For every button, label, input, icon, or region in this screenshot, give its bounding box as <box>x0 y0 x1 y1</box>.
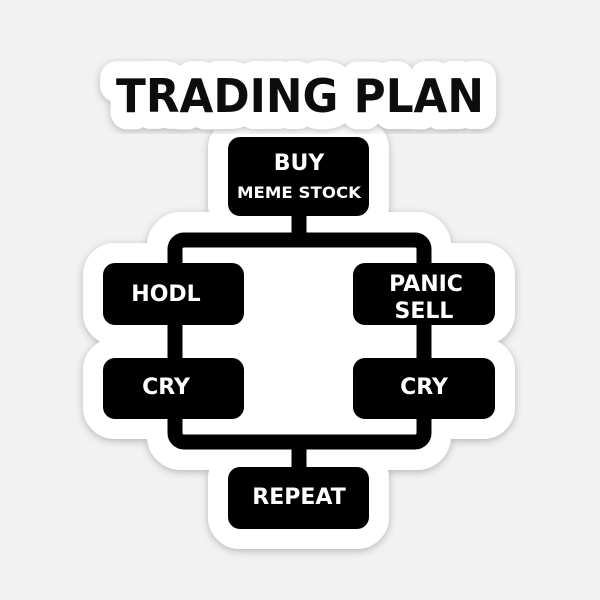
node-cry-right: CRY <box>353 358 495 419</box>
node-label: REPEAT <box>252 485 345 510</box>
node-label: SELL <box>395 299 454 324</box>
node-repeat: REPEAT <box>228 467 369 529</box>
node-label: MEME STOCK <box>237 183 362 202</box>
node-box <box>103 263 244 325</box>
node-box <box>228 137 369 216</box>
node-label: CRY <box>400 375 449 400</box>
node-label: PANIC <box>389 272 463 297</box>
node-box <box>353 263 495 325</box>
node-label: CRY <box>142 375 191 400</box>
node-box <box>228 467 369 529</box>
node-box <box>353 358 495 419</box>
node-buy: BUY MEME STOCK <box>228 137 369 216</box>
node-cry-left: CRY <box>103 358 244 419</box>
node-label: HODL <box>131 282 200 307</box>
node-label: BUY <box>274 151 326 176</box>
connectors <box>167 214 432 469</box>
node-box <box>103 358 244 419</box>
node-hodl: HODL <box>103 263 244 325</box>
node-panic-sell: PANIC SELL <box>353 263 495 325</box>
page-title: TRADING PLAN <box>116 69 484 123</box>
